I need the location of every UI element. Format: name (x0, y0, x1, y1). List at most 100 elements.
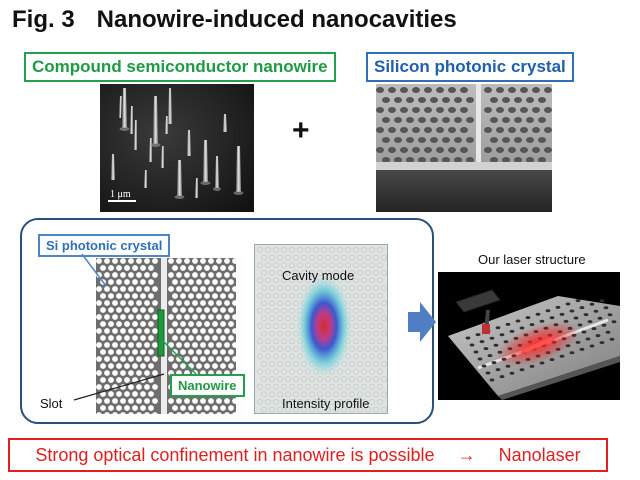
lattice-hole (96, 258, 102, 264)
profile-hole (256, 368, 264, 375)
lattice-hole (144, 258, 150, 264)
sem-hole (532, 107, 540, 113)
lattice-hole (220, 363, 226, 369)
profile-hole (312, 398, 320, 406)
sem-hole (544, 127, 552, 133)
cavity-mode-field (296, 274, 352, 378)
nanowire-sem-image: 1 μm (100, 84, 254, 212)
lattice-hole (200, 356, 206, 362)
lattice-hole (196, 349, 202, 355)
profile-hole (320, 398, 328, 406)
lattice-hole (172, 335, 178, 341)
sem-hole (406, 137, 414, 143)
lattice-hole (104, 314, 110, 320)
sem-hole (418, 97, 426, 103)
lattice-hole (204, 363, 210, 369)
profile-hole (256, 353, 264, 360)
conclusion-text: Strong optical confinement in nanowire i… (35, 445, 435, 465)
profile-hole (284, 315, 292, 322)
sem-hole (442, 117, 450, 123)
sem-hole (454, 157, 462, 163)
profile-hole (380, 284, 388, 292)
profile-hole (376, 353, 384, 360)
profile-hole (328, 383, 336, 390)
profile-hole (288, 383, 296, 390)
sem-hole (448, 107, 456, 113)
lattice-hole (112, 356, 118, 362)
lattice-hole (124, 279, 130, 285)
sem-hole (400, 147, 408, 153)
lattice-hole (216, 328, 222, 334)
profile-hole (304, 383, 312, 390)
profile-hole (272, 277, 280, 284)
sem-hole (484, 147, 492, 153)
lattice-hole (224, 342, 230, 348)
profile-hole (364, 284, 372, 292)
lattice-hole (104, 258, 110, 264)
profile-hole (308, 391, 316, 398)
laser-hole (607, 313, 613, 317)
lattice-hole (136, 286, 142, 292)
profile-hole (280, 277, 288, 284)
profile-hole (332, 269, 340, 276)
sem-hole (508, 147, 516, 153)
lattice-hole (172, 293, 178, 299)
lattice-hole (168, 342, 174, 348)
lattice-hole (176, 342, 182, 348)
lattice-hole (168, 398, 174, 404)
lattice-hole (224, 328, 230, 334)
lattice-hole (216, 286, 222, 292)
profile-hole (372, 284, 380, 292)
sem-hole (412, 107, 420, 113)
lattice-hole (204, 349, 210, 355)
sem-hole (490, 157, 498, 163)
profile-hole (352, 307, 360, 314)
lattice-hole (180, 307, 186, 313)
sem-hole (394, 157, 402, 163)
profile-hole (364, 360, 372, 368)
profile-hole (260, 315, 268, 322)
profile-hole (296, 398, 304, 406)
lattice-hole (208, 300, 214, 306)
lattice-hole (132, 265, 138, 271)
sem-hole (454, 117, 462, 123)
profile-hole (268, 391, 276, 398)
lattice-hole (184, 356, 190, 362)
profile-hole (336, 398, 344, 406)
laser-hole (559, 354, 565, 358)
lattice-hole (188, 321, 194, 327)
profile-hole (380, 269, 388, 276)
sem-hole (376, 147, 384, 153)
lattice-hole (132, 363, 138, 369)
lattice-hole (104, 398, 110, 404)
lattice-hole (140, 335, 146, 341)
lattice-hole (204, 265, 210, 271)
lattice-hole (112, 272, 118, 278)
lattice-hole (112, 398, 118, 404)
lattice-hole (196, 307, 202, 313)
profile-hole (380, 315, 388, 322)
conclusion-arrow: → (457, 445, 476, 465)
sem-hole (466, 117, 474, 123)
laser-hole (489, 336, 495, 340)
lattice-hole (192, 328, 198, 334)
sem-hole (418, 117, 426, 123)
lattice-hole (200, 258, 206, 264)
sem-hole (382, 97, 390, 103)
lattice-hole (136, 258, 142, 264)
profile-hole (276, 330, 284, 337)
profile-hole (268, 315, 276, 322)
profile-hole (272, 262, 280, 269)
lattice-hole (232, 314, 236, 320)
lattice-hole (188, 307, 194, 313)
profile-hole (300, 376, 308, 383)
sem-hole (544, 147, 552, 153)
profile-hole (280, 246, 288, 254)
profile-hole (256, 307, 264, 314)
lattice-hole (228, 405, 234, 411)
sem-hole (424, 127, 432, 133)
laser-structure-image (438, 272, 620, 400)
profile-hole (324, 406, 332, 413)
profile-hole (268, 284, 276, 292)
laser-hole (495, 326, 501, 330)
